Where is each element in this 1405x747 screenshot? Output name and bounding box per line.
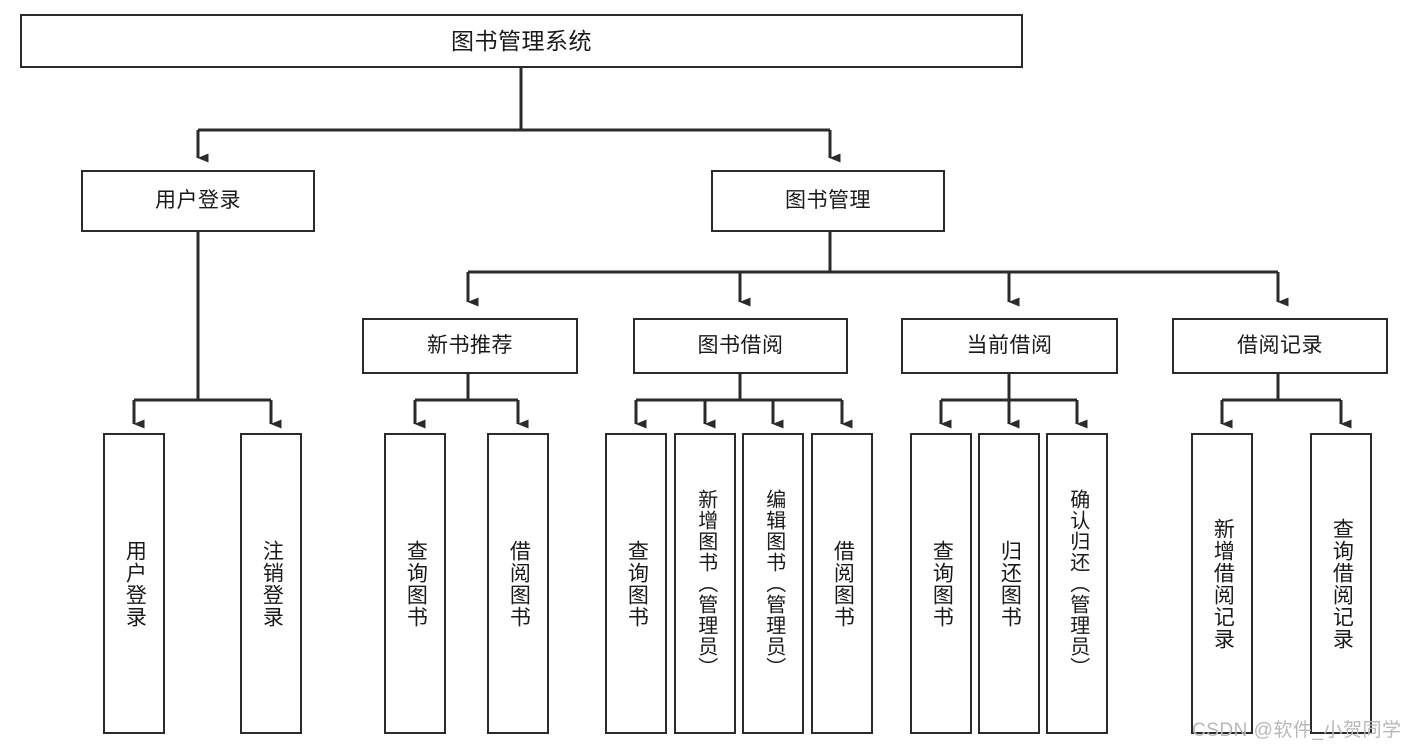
leaf-user-login-login[interactable]: 用户登录 — [103, 433, 165, 734]
node-label-root: 图书管理系统 — [451, 27, 592, 54]
node-label-current-borrow: 当前借阅 — [966, 333, 1053, 357]
leaf-borrow-borrow-book[interactable]: 借阅图书 — [811, 433, 873, 734]
node-label-user-login: 用户登录 — [155, 188, 241, 212]
leaf-label-newbook-borrow: 借阅图书 — [507, 539, 531, 628]
leaf-label-borrow-borrow-book: 借阅图书 — [831, 539, 855, 628]
node-user-login[interactable]: 用户登录 — [81, 170, 315, 232]
node-current-borrow[interactable]: 当前借阅 — [901, 318, 1118, 374]
leaf-label-borrow-query: 查询图书 — [625, 539, 649, 628]
leaf-user-login-logout[interactable]: 注销登录 — [240, 433, 302, 734]
node-label-borrow-record: 借阅记录 — [1237, 333, 1323, 357]
edge-newbook-to-leaves — [413, 374, 529, 429]
node-label-new-book-recommend: 新书推荐 — [427, 333, 513, 357]
node-label-book-borrow: 图书借阅 — [697, 333, 784, 357]
leaf-label-user-login-login: 用户登录 — [123, 539, 147, 628]
edge-userlogin-to-leaves — [132, 232, 282, 429]
node-new-book-recommend[interactable]: 新书推荐 — [362, 318, 578, 374]
leaf-newbook-query[interactable]: 查询图书 — [384, 433, 446, 734]
leaf-borrow-edit-book[interactable]: 编辑图书（管理员） — [742, 433, 804, 734]
leaf-record-query[interactable]: 查询借阅记录 — [1310, 433, 1372, 734]
leaf-current-confirm-return[interactable]: 确认归还（管理员） — [1046, 433, 1108, 734]
leaf-label-record-query: 查询借阅记录 — [1330, 517, 1354, 650]
edge-root-to-level2 — [196, 68, 841, 163]
leaf-label-user-login-logout: 注销登录 — [260, 539, 284, 628]
leaf-label-current-return: 归还图书 — [998, 539, 1022, 628]
node-borrow-record[interactable]: 借阅记录 — [1172, 318, 1388, 374]
leaf-newbook-borrow[interactable]: 借阅图书 — [487, 433, 549, 734]
leaf-label-borrow-add-book: 新增图书（管理员） — [694, 489, 717, 678]
edge-bookmgmt-to-level3 — [466, 232, 1289, 307]
leaf-label-current-confirm-return: 确认归还（管理员） — [1066, 489, 1089, 678]
leaf-label-borrow-edit-book: 编辑图书（管理员） — [762, 489, 785, 678]
leaf-label-current-query: 查询图书 — [930, 539, 954, 628]
node-label-book-management: 图书管理 — [785, 188, 871, 212]
leaf-borrow-query[interactable]: 查询图书 — [605, 433, 667, 734]
leaf-label-record-add: 新增借阅记录 — [1211, 517, 1235, 650]
edge-record-to-leaves — [1220, 374, 1352, 429]
leaf-borrow-add-book[interactable]: 新增图书（管理员） — [674, 433, 736, 734]
leaf-label-newbook-query: 查询图书 — [404, 539, 428, 628]
leaf-record-add[interactable]: 新增借阅记录 — [1191, 433, 1253, 734]
leaf-current-query[interactable]: 查询图书 — [910, 433, 972, 734]
edge-borrow-to-leaves — [634, 374, 853, 429]
edge-currentborrow-to-leaves — [939, 374, 1088, 429]
node-root-system[interactable]: 图书管理系统 — [20, 14, 1023, 68]
leaf-current-return[interactable]: 归还图书 — [978, 433, 1040, 734]
node-book-management[interactable]: 图书管理 — [711, 170, 945, 232]
node-book-borrow[interactable]: 图书借阅 — [633, 318, 848, 374]
